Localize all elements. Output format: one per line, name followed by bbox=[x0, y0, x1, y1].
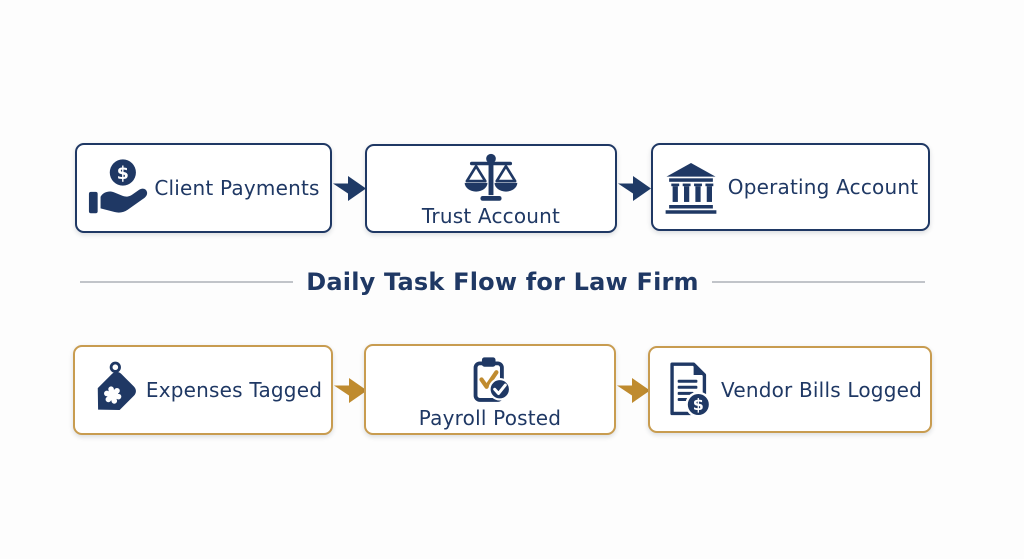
balance-scale-icon bbox=[464, 153, 518, 201]
invoice-dollar-icon: $ bbox=[670, 362, 712, 417]
clipboard-check-icon bbox=[473, 356, 512, 402]
flow-node-label: Operating Account bbox=[727, 175, 919, 199]
page-title: Daily Task Flow for Law Firm bbox=[306, 268, 699, 296]
section-title-row: Daily Task Flow for Law Firm bbox=[0, 262, 1024, 302]
flow-node-vendor-bills-logged: $ Vendor Bills Logged bbox=[648, 346, 932, 433]
flow-node-label: Trust Account bbox=[421, 204, 561, 228]
flow-arrow-icon bbox=[334, 378, 367, 403]
divider-line-right bbox=[711, 281, 926, 283]
flow-arrow-icon bbox=[618, 176, 651, 201]
price-tag-icon bbox=[97, 361, 136, 410]
flow-node-operating-account: Operating Account bbox=[651, 143, 930, 231]
flow-node-payroll-posted: Payroll Posted bbox=[364, 344, 616, 435]
svg-text:$: $ bbox=[117, 164, 129, 184]
flow-node-trust-account: Trust Account bbox=[365, 144, 617, 233]
flow-node-label: Vendor Bills Logged bbox=[720, 377, 922, 402]
flow-node-label: Client Payments bbox=[154, 176, 320, 200]
divider-line-left bbox=[80, 281, 294, 283]
flow-node-label: Expenses Tagged bbox=[145, 378, 323, 402]
bank-building-icon bbox=[665, 162, 717, 214]
flow-node-client-payments: $ Client Payments bbox=[75, 143, 332, 233]
flow-node-expenses-tagged: Expenses Tagged bbox=[73, 345, 333, 435]
hand-holding-dollar-icon: $ bbox=[89, 159, 148, 214]
flow-arrow-icon bbox=[333, 176, 366, 201]
flow-arrow-icon bbox=[617, 378, 650, 403]
flow-node-label: Payroll Posted bbox=[418, 405, 562, 430]
svg-text:$: $ bbox=[693, 395, 704, 414]
